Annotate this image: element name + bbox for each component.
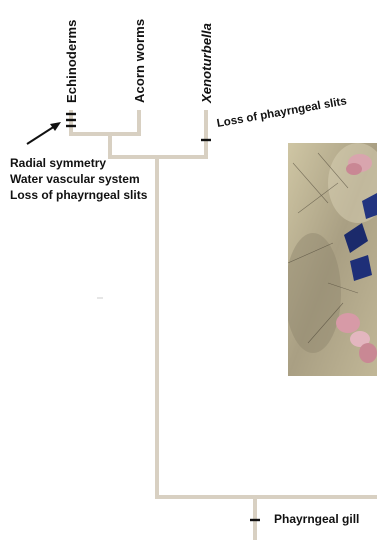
trait-water-vascular-system: Water vascular system [10, 171, 147, 187]
taxon-xenoturbella: Xenoturbella [199, 23, 214, 103]
root-trait: Phayrngeal gill [274, 511, 359, 527]
taxon-echinoderms: Echinoderms [64, 20, 79, 103]
taxon-acorn-worms: Acorn worms [132, 19, 147, 103]
echinoderm-traits: Radial symmetry Water vascular system Lo… [10, 155, 147, 203]
arrow-echinoderm-traits [27, 122, 61, 144]
xenoturbella-photo [288, 143, 377, 376]
trait-loss-of-slits: Loss of phayrngeal slits [10, 187, 147, 203]
photo-illustration [288, 143, 377, 376]
trait-radial-symmetry: Radial symmetry [10, 155, 147, 171]
